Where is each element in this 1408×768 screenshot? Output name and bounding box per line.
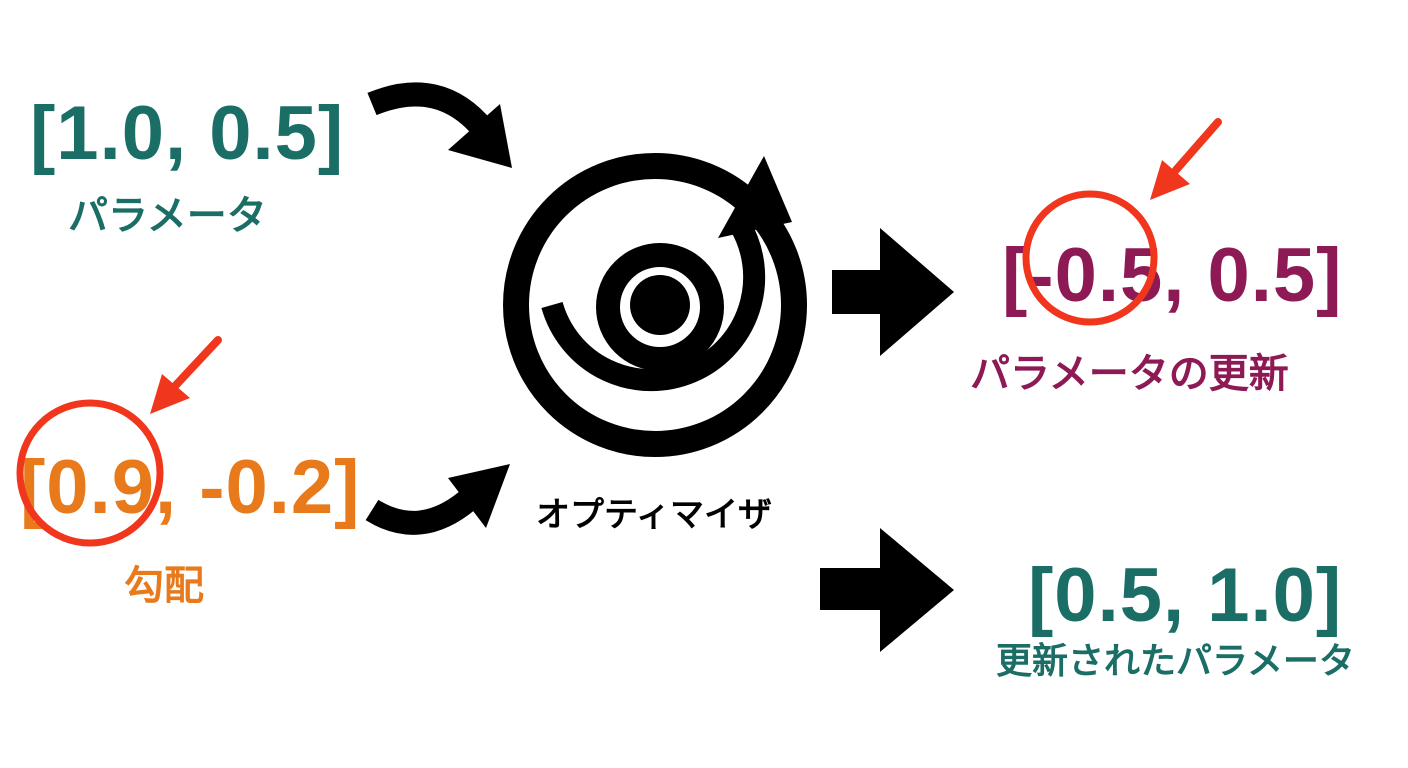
optimizer-to-update-arrow-icon — [832, 228, 954, 356]
gradient-caption: 勾配 — [124, 563, 204, 609]
gradient-vector: [0.9, -0.2] — [20, 445, 361, 530]
parameter-vector: [1.0, 0.5] — [30, 91, 345, 176]
spiral-target-icon — [503, 153, 807, 457]
parameter-to-optimizer-arrow-icon — [367, 82, 512, 168]
updated-parameter-vector: [0.5, 1.0] — [1028, 553, 1343, 638]
update-vector: [-0.5, 0.5] — [1002, 233, 1343, 318]
gradient-to-optimizer-arrow-icon — [365, 464, 510, 535]
optimizer-caption: オプティマイザ — [536, 495, 772, 535]
updated-parameter-caption: 更新されたパラメータ — [996, 641, 1355, 682]
optimizer-to-updated-parameters-arrow-icon — [820, 528, 954, 652]
update-pointer-arrow-icon — [1150, 118, 1222, 200]
update-caption: パラメータの更新 — [970, 351, 1289, 397]
gradient-pointer-arrow-icon — [150, 336, 222, 414]
gradient-highlight-circle — [16, 399, 164, 547]
update-highlight-circle — [1022, 190, 1158, 326]
parameter-caption: パラメータ — [68, 193, 267, 239]
